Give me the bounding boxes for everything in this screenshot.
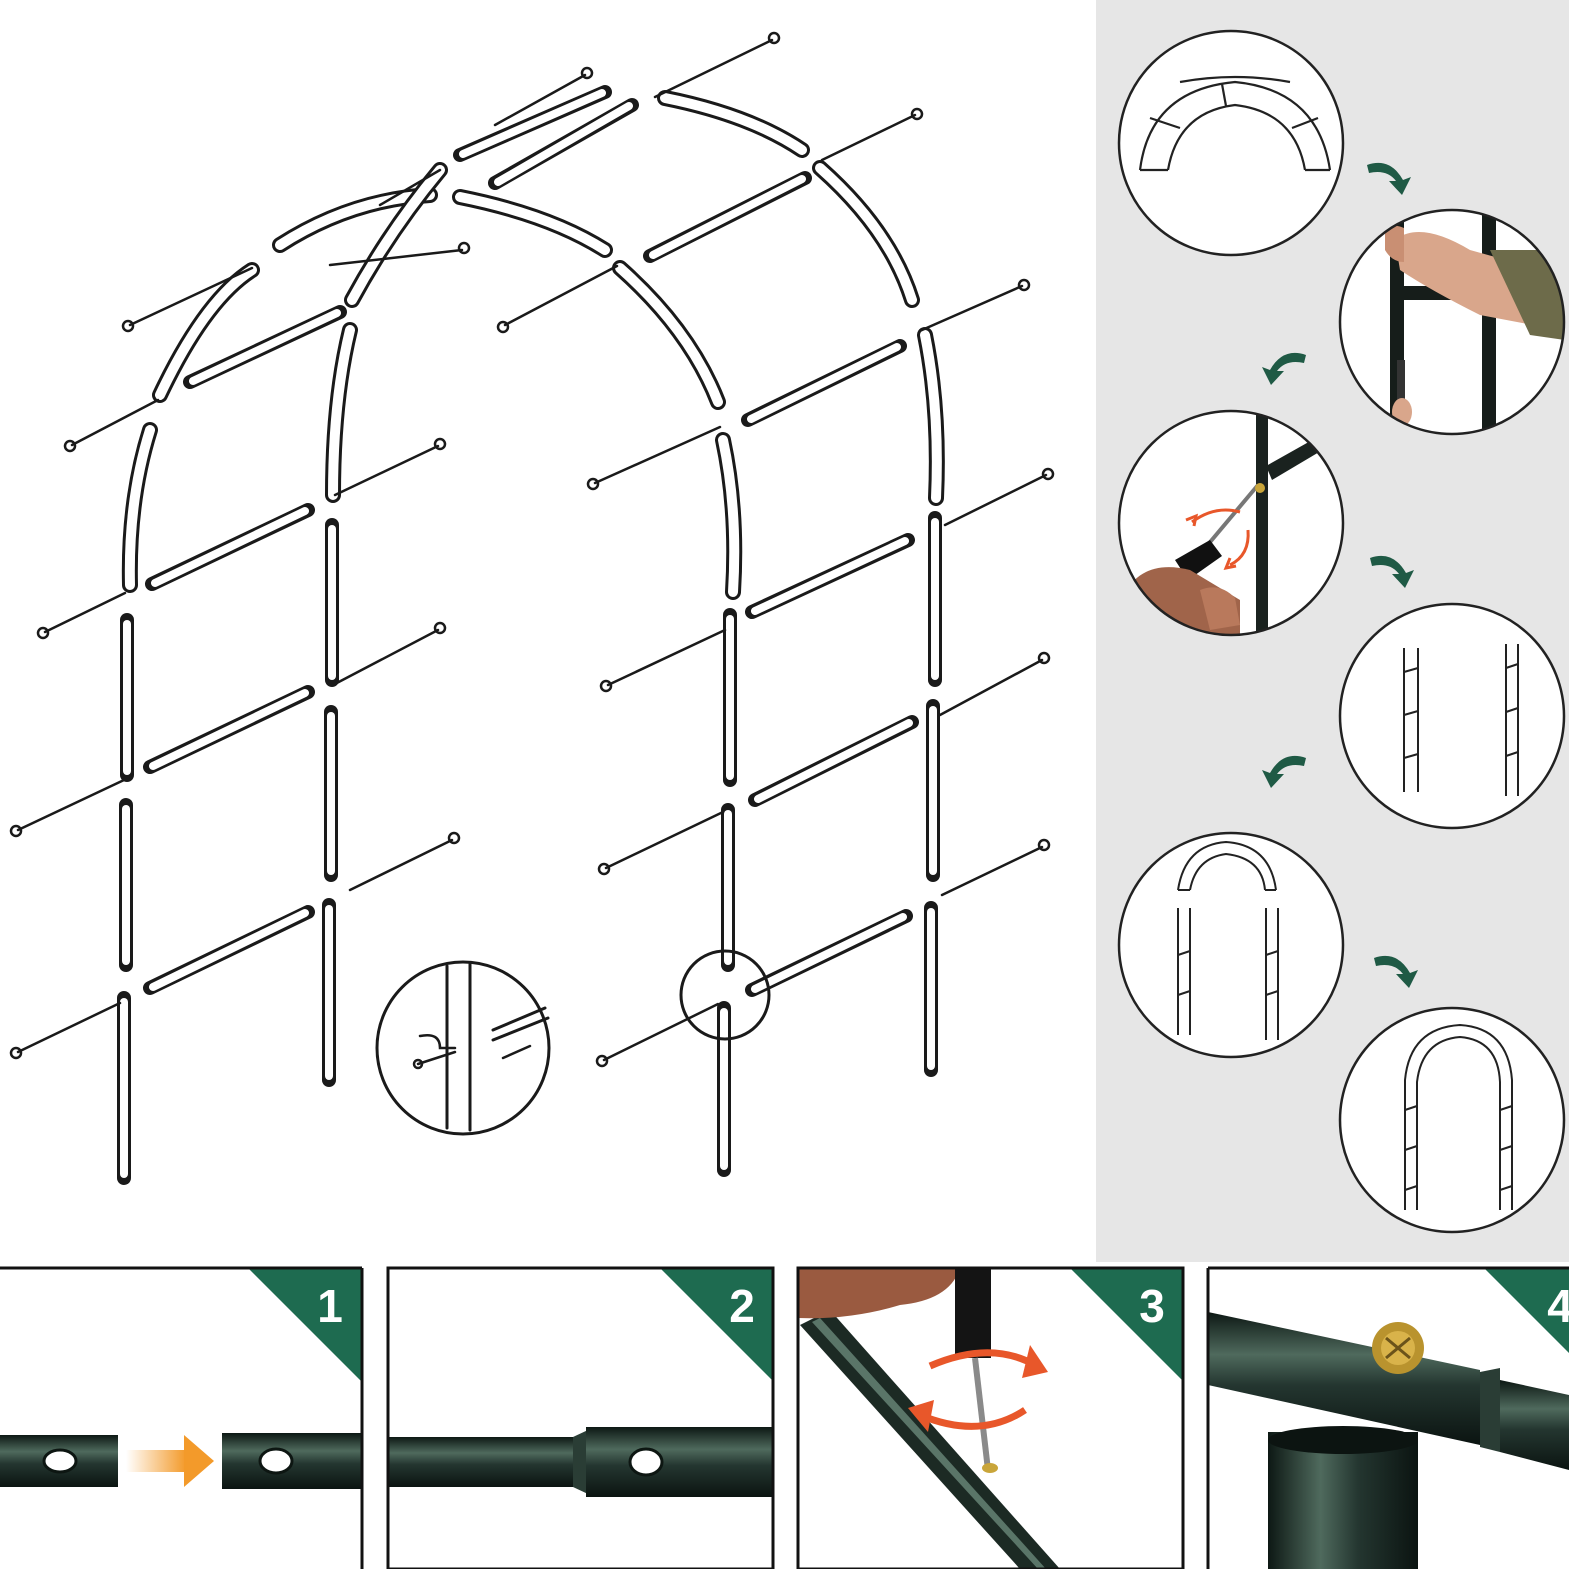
flow-step-connect-poles [1338, 208, 1566, 436]
flow-arrows [1262, 162, 1418, 988]
flow-step-arch-top [1117, 29, 1345, 257]
step-number: 2 [729, 1280, 755, 1332]
flow-step-side-panels [1338, 602, 1566, 830]
step-number: 4 [1547, 1280, 1569, 1332]
rotate-arrow-icon [1022, 1345, 1048, 1378]
step-badge [660, 1268, 773, 1381]
flow-arrow-4 [1262, 755, 1306, 788]
flow-arrow-5 [1374, 955, 1418, 988]
exploded-arch-drawing [9, 31, 1055, 1185]
step-number: 3 [1139, 1280, 1165, 1332]
flow-arrow-1 [1367, 162, 1411, 195]
step-badge [1070, 1268, 1183, 1381]
step-panel-2: 2 [386, 1266, 775, 1569]
flow-arrow-2 [1262, 352, 1306, 385]
step-badge [1484, 1268, 1569, 1353]
step-panel-3: 3 [796, 1266, 1185, 1569]
step-panel-4: 4 [1206, 1266, 1569, 1569]
step-panel-1: 1 [0, 1266, 364, 1569]
assembly-flow-panel [1096, 0, 1569, 1262]
flow-step-attach-arch [1117, 831, 1345, 1059]
push-arrow-icon [126, 1450, 186, 1472]
step-badge [248, 1268, 362, 1382]
flow-step-tighten-screw [1117, 409, 1345, 637]
flow-step-finished-arch [1338, 1006, 1566, 1234]
step-number: 1 [317, 1280, 343, 1332]
joint-detail-magnifier [375, 960, 551, 1136]
flow-arrow-3 [1370, 555, 1414, 588]
